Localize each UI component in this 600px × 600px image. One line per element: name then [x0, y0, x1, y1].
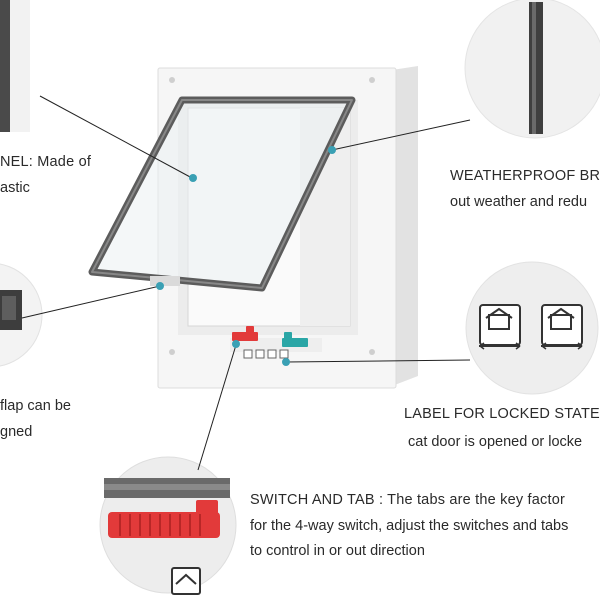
cat-door-product — [88, 66, 418, 389]
weatherproof-zoom-callout — [464, 0, 600, 139]
switch-zoom-callout — [99, 456, 237, 595]
leader-label — [285, 359, 471, 363]
panel-heading: NEL: Made of — [0, 154, 92, 170]
leader-weatherproof — [331, 119, 471, 151]
panel-description: astic — [0, 180, 30, 196]
switch-description-line2: for the 4-way switch, adjust the switche… — [250, 518, 569, 534]
leader-switch — [197, 344, 237, 471]
locked-label-icon — [541, 304, 583, 350]
label-zoom-callout — [465, 261, 599, 395]
callout-dots — [156, 146, 336, 366]
dot-panel — [189, 174, 197, 182]
dot-weatherproof — [328, 146, 336, 154]
flap-description-line1: flap can be — [0, 398, 71, 414]
leader-lines — [21, 95, 471, 471]
weatherproof-description: out weather and redu — [450, 194, 588, 210]
leader-panel — [39, 95, 193, 179]
weatherproof-heading: WEATHERPROOF BR — [450, 168, 600, 184]
leader-flap — [21, 285, 161, 319]
switch-description-line3: to control in or out direction — [250, 543, 425, 559]
flap-zoom-callout — [0, 263, 43, 367]
label-description: cat door is opened or locke — [408, 434, 583, 450]
dot-flap — [156, 282, 164, 290]
dot-switch — [232, 340, 240, 348]
label-heading: LABEL FOR LOCKED STATE — [404, 406, 600, 422]
unlocked-label-icon — [479, 304, 521, 350]
switch-heading: SWITCH AND TAB : The tabs are the key fa… — [250, 492, 566, 508]
dot-label — [282, 358, 290, 366]
flap-description-line2: gned — [0, 424, 33, 440]
panel-zoom-callout — [0, 0, 30, 132]
